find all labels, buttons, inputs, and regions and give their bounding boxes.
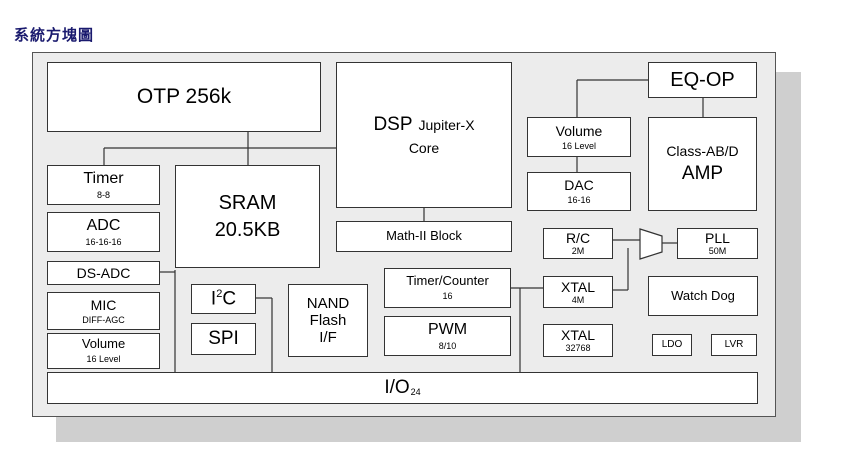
i2c-label: I	[210, 288, 217, 310]
dac-block: DAC 16-16	[527, 172, 631, 211]
volume-in-block: Volume 16 Level	[47, 333, 160, 369]
i2c-block: I2C	[191, 284, 256, 314]
volume-in-label: Volume	[81, 336, 126, 352]
nand-line3: I/F	[319, 329, 337, 347]
rc-sub: 2M	[571, 246, 585, 257]
adc-sub: 16-16-16	[85, 237, 122, 248]
volume-out-label: Volume	[555, 122, 603, 139]
rc-label: R/C	[565, 230, 591, 247]
xtal-32k-sub: 32768	[565, 343, 591, 354]
nand-line2: Flash	[309, 311, 347, 329]
adc-label: ADC	[86, 216, 121, 234]
rc-block: R/C 2M	[543, 228, 613, 259]
spi-label: SPI	[208, 328, 239, 350]
pwm-block: PWM 8/10	[384, 316, 511, 356]
sram-label: SRAM	[218, 191, 277, 214]
timer-counter-block: Timer/Counter 16	[384, 268, 511, 308]
lvr-block: LVR	[711, 334, 757, 356]
timer-block: Timer 8-8	[47, 165, 160, 205]
mic-label: MIC	[90, 296, 117, 313]
volume-out-sub: 16 Level	[561, 140, 597, 151]
math-block: Math-II Block	[336, 221, 512, 252]
dac-sub: 16-16	[567, 195, 591, 206]
otp-block: OTP 256k	[47, 62, 321, 132]
mic-block: MIC DIFF-AGC	[47, 292, 160, 330]
lvr-label: LVR	[724, 339, 744, 351]
mic-sub: DIFF-AGC	[82, 314, 125, 325]
volume-out-block: Volume 16 Level	[527, 117, 631, 157]
io-sub: 24	[410, 386, 421, 397]
io-block: I/O 24	[47, 372, 758, 404]
pll-sub: 50M	[708, 246, 727, 257]
dac-label: DAC	[564, 177, 594, 194]
pwm-sub: 8/10	[438, 341, 457, 352]
dsadc-label: DS-ADC	[76, 264, 131, 281]
adc-block: ADC 16-16-16	[47, 212, 160, 252]
dsp-core-label: Core	[408, 139, 440, 156]
ldo-label: LDO	[661, 339, 683, 351]
i2c-sup: 2	[216, 287, 223, 300]
eqop-label: EQ-OP	[670, 68, 735, 91]
xtal-32k-label: XTAL	[561, 327, 595, 344]
timer-counter-label: Timer/Counter	[406, 273, 489, 289]
i2c-tail: C	[222, 288, 237, 310]
clock-mux	[639, 228, 663, 260]
dsp-block: DSP Jupiter-X Core	[336, 62, 512, 208]
xtal-4m-block: XTAL 4M	[543, 276, 613, 308]
otp-label: OTP 256k	[136, 84, 232, 108]
ldo-block: LDO	[652, 334, 692, 356]
xtal-4m-sub: 4M	[571, 294, 585, 305]
dsp-main-label: DSP	[373, 114, 413, 136]
diagram-title: 系統方塊圖	[14, 26, 95, 44]
spi-block: SPI	[191, 323, 256, 355]
dsp-sub-label: Jupiter-X	[418, 117, 475, 134]
pll-block: PLL 50M	[677, 228, 758, 259]
watchdog-block: Watch Dog	[648, 276, 758, 316]
sram-size: 20.5KB	[214, 218, 281, 241]
pwm-label: PWM	[427, 320, 468, 338]
dsadc-block: DS-ADC	[47, 261, 160, 285]
watchdog-label: Watch Dog	[671, 287, 735, 303]
amp-label: Class-AB/D	[666, 143, 739, 160]
nand-line1: NAND	[306, 294, 350, 312]
xtal-4m-label: XTAL	[561, 278, 595, 295]
xtal-32k-block: XTAL 32768	[543, 324, 613, 357]
amp-block: Class-AB/D AMP	[648, 117, 757, 211]
timer-label: Timer	[83, 169, 124, 187]
eqop-block: EQ-OP	[648, 62, 757, 98]
sram-block: SRAM 20.5KB	[175, 165, 320, 268]
amp-sub: AMP	[681, 163, 724, 185]
volume-in-sub: 16 Level	[86, 354, 121, 365]
math-label: Math-II Block	[386, 228, 462, 244]
nand-block: NAND Flash I/F	[288, 284, 368, 357]
io-label: I/O	[384, 377, 410, 399]
timer-counter-sub: 16	[442, 291, 453, 302]
timer-sub: 8-8	[96, 190, 110, 201]
pll-label: PLL	[705, 230, 730, 247]
